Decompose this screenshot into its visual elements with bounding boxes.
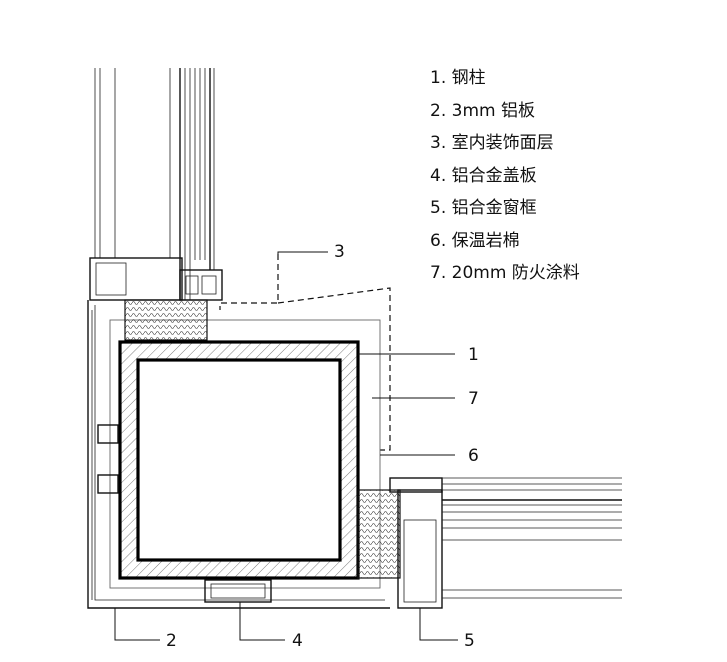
legend-item: 4. 铝合金盖板 [430, 165, 537, 186]
callout-3: 3 [334, 242, 345, 262]
interior-finish-line [219, 254, 391, 451]
legend-item: 5. 铝合金窗框 [430, 198, 537, 218]
callout-7: 7 [468, 389, 479, 409]
right-window-frame [389, 477, 622, 609]
aluminum-panel-left [87, 300, 390, 609]
legend-item: 3. 室内装饰面层 [430, 133, 554, 153]
callout-6: 6 [468, 446, 479, 466]
callout-4: 4 [292, 631, 303, 651]
rock-wool-insulation [357, 489, 401, 579]
legend-item: 7. 20mm 防火涂料 [430, 263, 580, 283]
legend-item: 6. 保温岩棉 [430, 230, 520, 251]
legend-item: 1. 钢柱 [430, 68, 486, 88]
leader-lines [114, 251, 458, 641]
upper-window-frame [89, 68, 223, 301]
legend-item: 2. 3mm 铝板 [430, 100, 535, 121]
fire-coating-outline [109, 319, 381, 589]
upper-insulation-block [124, 299, 208, 341]
callout-5: 5 [464, 631, 475, 651]
steel-column [118, 340, 360, 580]
callout-2: 2 [166, 631, 177, 651]
aluminum-cover-plate [204, 579, 272, 603]
legend: 1. 钢柱 2. 3mm 铝板 3. 室内装饰面层 4. 铝合金盖板 5. 铝合… [430, 62, 580, 290]
callout-1: 1 [468, 345, 479, 365]
